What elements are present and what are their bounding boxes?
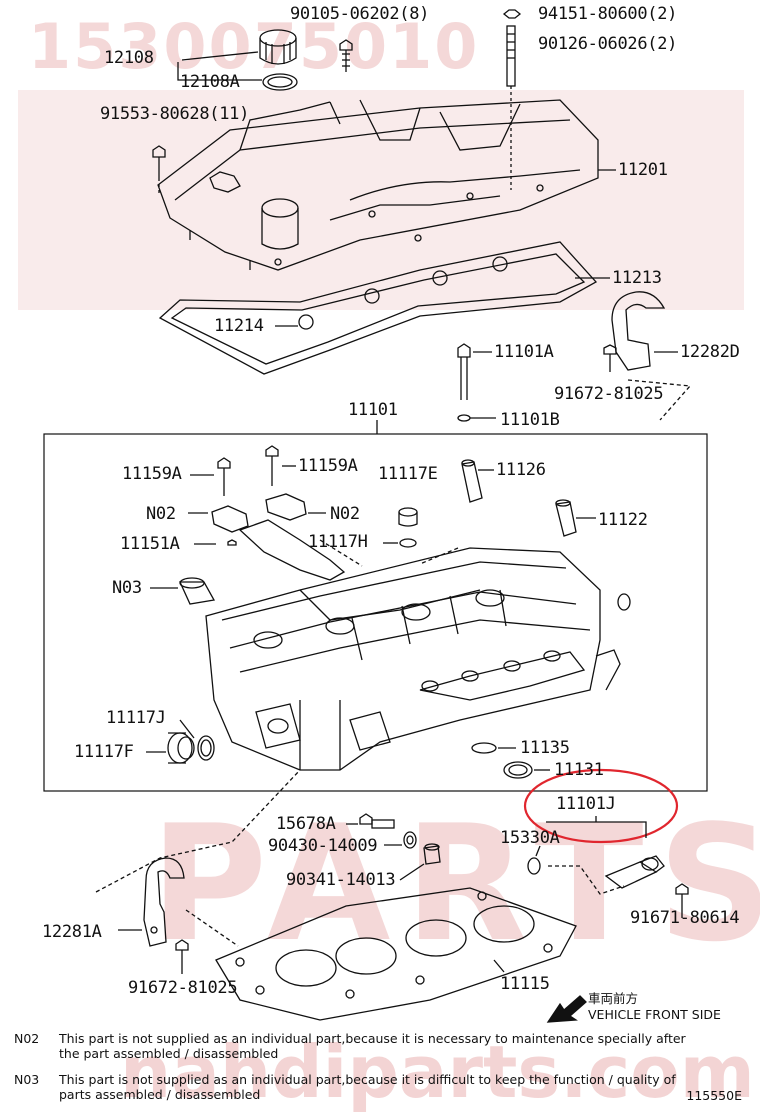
note-code: N03 bbox=[14, 1072, 40, 1087]
head-bolt bbox=[457, 343, 471, 422]
label-12108A: 12108A bbox=[180, 72, 240, 92]
label-90126-06026: 90126-06026(2) bbox=[538, 34, 678, 54]
label-11131: 11131 bbox=[554, 760, 604, 780]
label-91553-80628: 91553-80628(11) bbox=[100, 104, 250, 124]
oil-filler-cap bbox=[259, 29, 297, 65]
watermark-part-number: 1530075010 bbox=[28, 10, 480, 83]
cylinder-head-body bbox=[205, 547, 631, 771]
camshaft-caps-N02 bbox=[211, 493, 346, 581]
highlight-circle bbox=[523, 768, 679, 844]
label-94151-80600: 94151-80600(2) bbox=[538, 4, 678, 24]
gasket-11135 bbox=[471, 742, 497, 754]
label-11135: 11135 bbox=[520, 738, 570, 758]
engine-hanger-bracket bbox=[603, 291, 692, 421]
seal-11117E bbox=[398, 507, 418, 548]
label-11101: 11101 bbox=[348, 400, 398, 420]
label-15678A: 15678A bbox=[276, 814, 336, 834]
bolt-94151-90126 bbox=[502, 9, 522, 190]
cover-gasket bbox=[158, 241, 598, 375]
label-11214: 11214 bbox=[214, 316, 264, 336]
label-11126: 11126 bbox=[496, 460, 546, 480]
label-15330A: 15330A bbox=[500, 828, 560, 848]
o-ring-15330A bbox=[527, 857, 541, 875]
label-11151A: 11151A bbox=[120, 534, 180, 554]
figure-number: 115550E bbox=[686, 1088, 742, 1103]
label-11213: 11213 bbox=[612, 268, 662, 288]
stud-bolts-11159A bbox=[217, 445, 279, 496]
label-11101A: 11101A bbox=[494, 342, 554, 362]
plug-11117F bbox=[167, 732, 195, 764]
note-n02: N02 This part is not supplied as an indi… bbox=[14, 1031, 734, 1061]
cylinder-head-group-frame bbox=[43, 433, 708, 792]
label-11117J: 11117J bbox=[106, 708, 166, 728]
label-11201: 11201 bbox=[618, 160, 668, 180]
label-11101B: 11101B bbox=[500, 410, 560, 430]
label-11115: 11115 bbox=[500, 974, 550, 994]
watermark-site: nahdiparts.com bbox=[120, 1030, 755, 1114]
label-12281A: 12281A bbox=[42, 922, 102, 942]
plug-N03 bbox=[178, 577, 216, 605]
label-90105-06202: 90105-06202(8) bbox=[290, 4, 430, 24]
label-12282D: 12282D bbox=[680, 342, 740, 362]
bolt-90105 bbox=[339, 39, 353, 72]
washer-90430 bbox=[403, 831, 417, 849]
label-11101J: 11101J bbox=[556, 794, 616, 814]
note-code: N02 bbox=[14, 1031, 40, 1046]
vehicle-front-label-en: VEHICLE FRONT SIDE bbox=[588, 1007, 721, 1022]
note-text: This part is not supplied as an individu… bbox=[59, 1072, 676, 1102]
label-12108: 12108 bbox=[104, 48, 154, 68]
sensor-15330A bbox=[604, 855, 665, 889]
label-11117E: 11117E bbox=[378, 464, 438, 484]
note-text: This part is not supplied as an individu… bbox=[59, 1031, 686, 1061]
cylinder-head-cover bbox=[157, 99, 599, 271]
label-N03: N03 bbox=[112, 578, 142, 598]
seal-11131 bbox=[503, 761, 533, 779]
label-11117F: 11117F bbox=[74, 742, 134, 762]
label-11117H: 11117H bbox=[308, 532, 368, 552]
cap-gasket bbox=[262, 73, 298, 91]
label-90430-14009: 90430-14009 bbox=[268, 836, 378, 856]
label-91671-80614: 91671-80614 bbox=[630, 908, 740, 928]
vehicle-front-label-jp: 車両前方 bbox=[588, 991, 639, 1006]
bolt-15678A bbox=[359, 813, 395, 829]
note-n03: N03 This part is not supplied as an indi… bbox=[14, 1072, 734, 1102]
label-11159A-right: 11159A bbox=[298, 456, 358, 476]
head-gasket bbox=[215, 887, 577, 1021]
label-11159A-left: 11159A bbox=[122, 464, 182, 484]
label-11122: 11122 bbox=[598, 510, 648, 530]
label-90341-14013: 90341-14013 bbox=[286, 870, 396, 890]
label-91672-81025-top: 91672-81025 bbox=[554, 384, 664, 404]
guide-11126 bbox=[461, 459, 483, 503]
label-91672-81025-bottom: 91672-81025 bbox=[128, 978, 238, 998]
label-N02-left: N02 bbox=[146, 504, 176, 524]
gasket-11117J bbox=[197, 735, 215, 761]
label-N02-right: N02 bbox=[330, 504, 360, 524]
bolt-91671 bbox=[675, 883, 689, 908]
rear-hanger-bracket bbox=[143, 857, 189, 966]
bolt-91553 bbox=[152, 145, 166, 178]
plug-90341 bbox=[423, 843, 441, 865]
watermark-band-top bbox=[18, 90, 744, 310]
vehicle-front-arrow bbox=[546, 995, 587, 1023]
guide-11122 bbox=[555, 499, 577, 537]
